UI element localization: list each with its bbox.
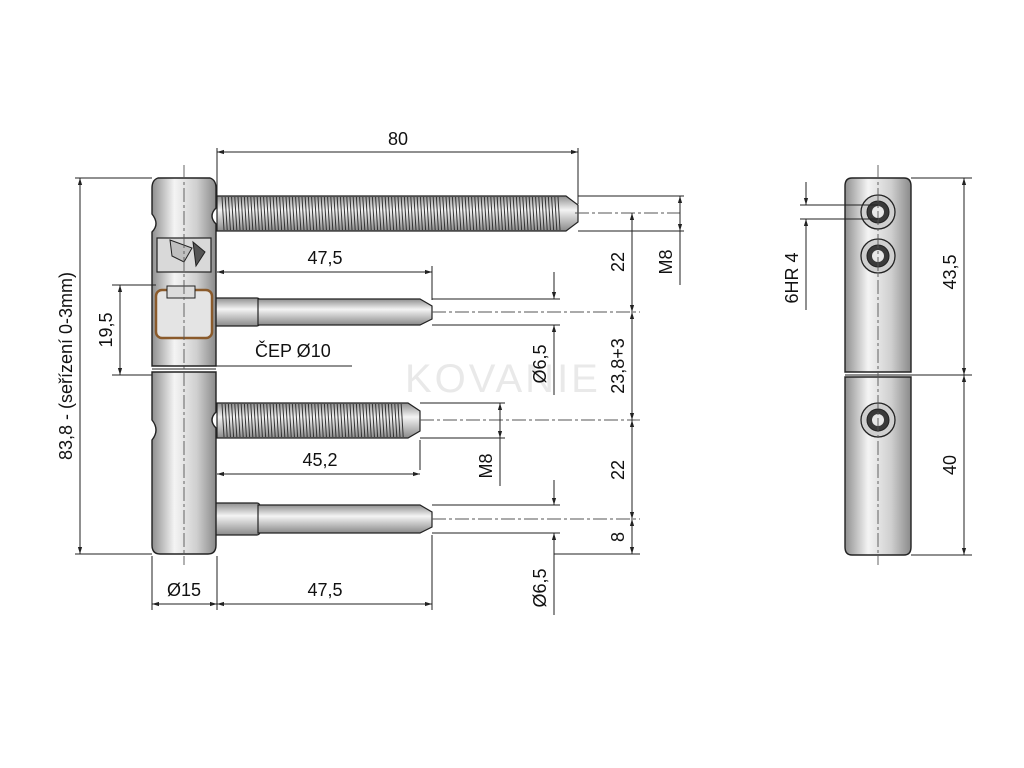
dim-thread-top: M8 [656,249,676,274]
dim-spacing-bottom: 8 [608,532,628,542]
dimension-lines [77,149,683,615]
dim-top-length: 80 [388,129,408,149]
thread-pattern [221,403,404,438]
side-view: 80 47,5 ČEP Ø10 45,2 47,5 Ø15 19,5 83,8 … [56,129,684,615]
dim-pin1-diameter: Ø6,5 [530,344,550,383]
hinge-body-lower [151,371,217,555]
upper-pin [211,297,433,327]
dim-spacing-low: 22 [608,460,628,480]
dim-pin2-diameter: Ø6,5 [530,568,550,607]
dim-thread-mid: M8 [476,453,496,478]
front-extension-lines [800,177,972,556]
extension-lines [75,148,684,610]
dim-screw2-length: 45,2 [302,450,337,470]
middle-threaded-screw [216,402,421,439]
dim-upper-height: 43,5 [940,254,960,289]
dim-overall-height: 83,8 - (seřízení 0-3mm) [56,272,76,460]
dim-spacing-top: 22 [608,252,628,272]
dim-pin2-length: 47,5 [307,580,342,600]
dim-body-diameter: Ø15 [167,580,201,600]
watermark: KOVANIE [405,357,601,401]
hex-socket-middle [860,238,896,274]
front-view: 6HR 4 43,5 40 [782,165,972,565]
dim-spacing-mid: 23,8+3 [608,338,628,394]
dim-pin1-length: 47,5 [307,248,342,268]
dim-adjust-height: 19,5 [96,312,116,347]
lower-pin [211,502,433,536]
top-threaded-screw [216,195,579,232]
dim-hex-key: 6HR 4 [782,252,802,303]
thread-pattern [221,196,561,231]
axle-label: ČEP Ø10 [255,340,331,361]
front-dimension-lines [803,178,967,555]
dim-lower-height: 40 [940,455,960,475]
